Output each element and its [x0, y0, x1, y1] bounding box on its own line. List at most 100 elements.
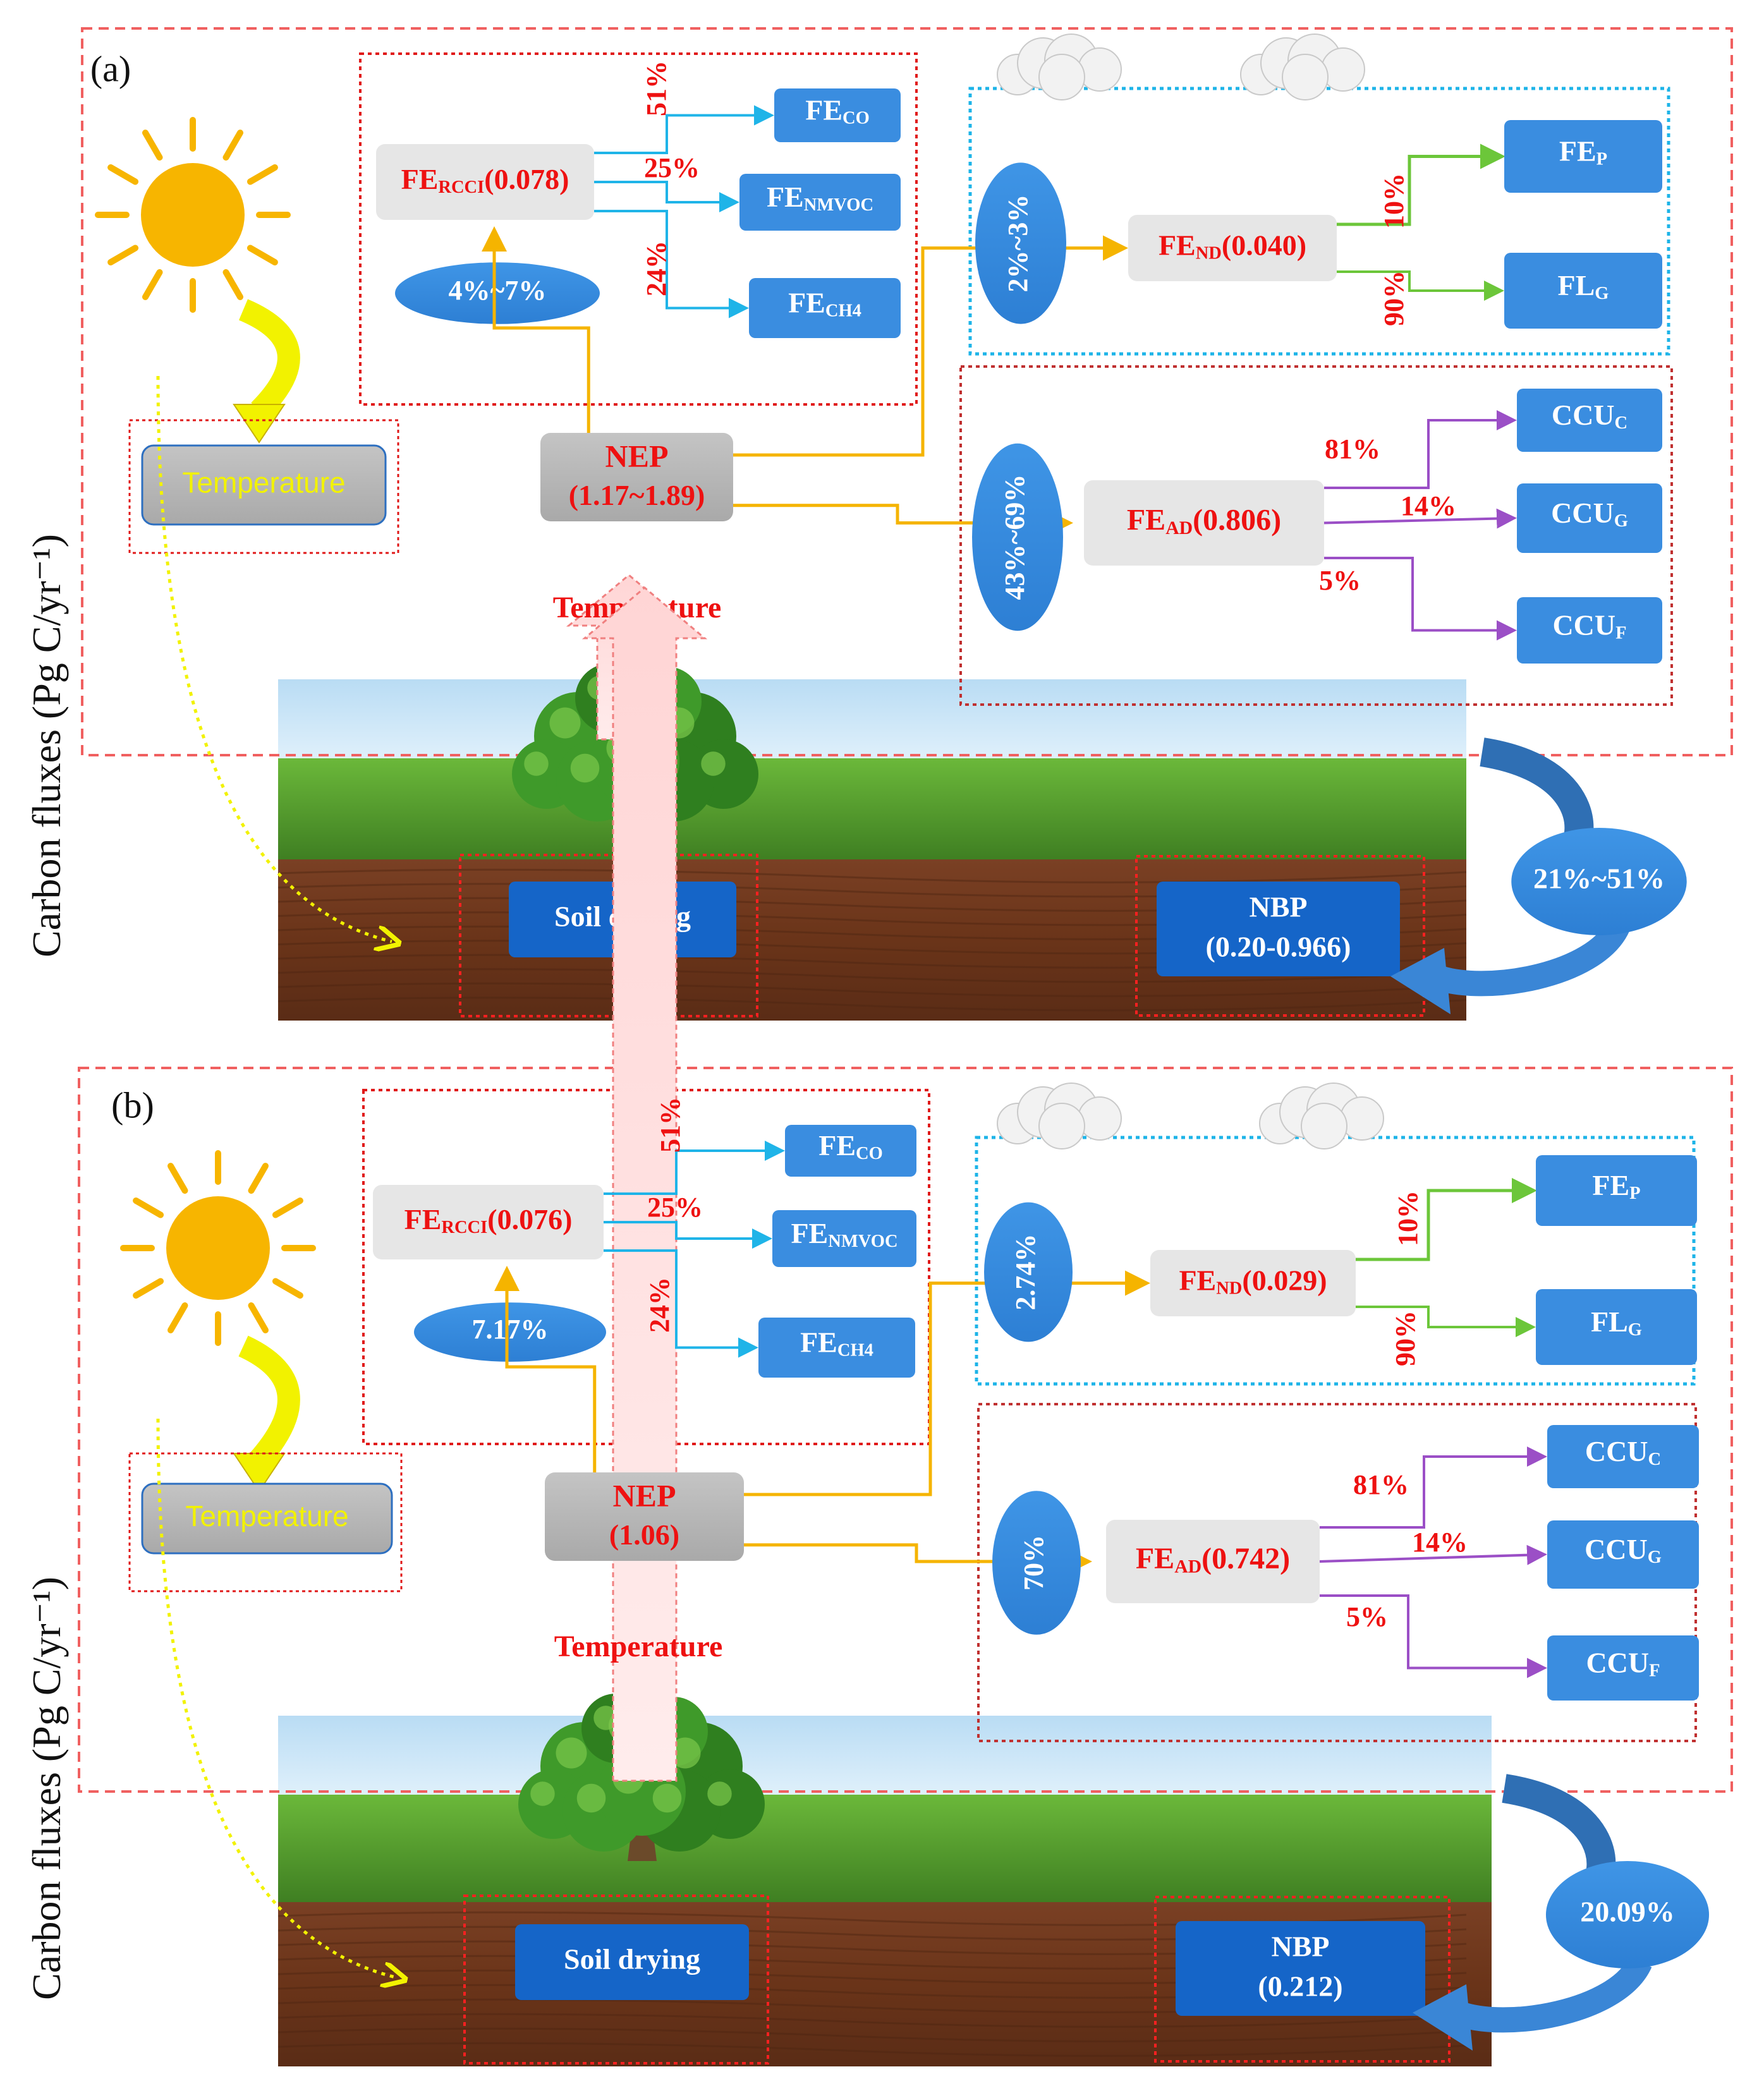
- ad-to-c-arrow: [1320, 1446, 1547, 1529]
- cloud-puff: [1321, 47, 1365, 92]
- nep-to-rcci-arrow: [494, 1266, 597, 1472]
- rcci-label-prefix: FE: [405, 1203, 442, 1235]
- fe-target-label: FECO: [805, 94, 870, 128]
- cloud-icon: [1259, 1082, 1384, 1149]
- nbp-ratio: 21%~51%: [1533, 863, 1665, 895]
- ccu-label-prefix: CCU: [1552, 609, 1615, 641]
- tree-highlight: [524, 751, 549, 776]
- cloud-puff: [1078, 47, 1122, 92]
- ccu-label-prefix: CCU: [1586, 1646, 1649, 1678]
- ccu-box: [1517, 389, 1662, 452]
- ad-to-f-arrow: [1320, 1594, 1547, 1678]
- nd-ratio-bubble: [975, 162, 1066, 324]
- sun-icon: [95, 117, 291, 313]
- tree-highlight: [701, 751, 726, 776]
- sun-ray: [222, 269, 243, 300]
- ad-label-value: (0.806): [1193, 504, 1281, 537]
- fl-g-box: [1536, 1289, 1697, 1365]
- fe-target-label: FECO: [818, 1129, 883, 1163]
- sun-disc: [141, 163, 245, 267]
- soil-texture: [277, 968, 1467, 983]
- rcci-flow-arrow: [604, 1221, 772, 1249]
- pct-ch4: 24%: [641, 241, 672, 296]
- ccu-label-sub: G: [1648, 1548, 1662, 1567]
- ccu-box: [1517, 597, 1662, 664]
- sun-ray: [167, 1163, 188, 1194]
- tree-highlight: [576, 1783, 606, 1813]
- rcci-flow-arrow: [604, 1249, 758, 1358]
- fe-target-label-prefix: FE: [818, 1129, 856, 1161]
- ad-label-prefix: FE: [1127, 504, 1165, 537]
- ccu-label-sub: C: [1615, 413, 1628, 433]
- sun-ray: [246, 245, 278, 265]
- rcci-ratio-bubble: [395, 262, 600, 324]
- sun-ray: [133, 1198, 164, 1218]
- nd-label-sub: ND: [1216, 1278, 1242, 1298]
- pct-f: 5%: [1319, 565, 1361, 596]
- y-axis-label-top: Carbon fluxes (Pg C/yr⁻¹): [24, 534, 69, 957]
- panel-label: (b): [111, 1084, 154, 1125]
- ccu-label: CCUF: [1552, 609, 1626, 643]
- rcci-flow-arrow: [594, 181, 739, 212]
- fl-g-box: [1504, 253, 1662, 329]
- sky-band: [278, 1716, 1492, 1795]
- grass-band: [278, 1795, 1492, 1902]
- fe-target-label-prefix: FE: [805, 94, 842, 126]
- cloud-puff: [1038, 54, 1085, 100]
- nbp-cycle-arrow-head: [1413, 1984, 1473, 2051]
- pct-ch4: 24%: [644, 1277, 675, 1333]
- ccu-label-prefix: CCU: [1585, 1435, 1648, 1467]
- rcci-flow-arrow: [604, 1141, 785, 1195]
- fl-g-label-sub: G: [1628, 1320, 1642, 1340]
- fe-target-label: FECH4: [800, 1326, 873, 1360]
- fe-p-label-sub: P: [1629, 1184, 1640, 1203]
- fe-p-label: FEP: [1559, 135, 1607, 169]
- ccu-label-prefix: CCU: [1551, 497, 1614, 529]
- fl-g-label: FLG: [1591, 1306, 1642, 1340]
- fe-target-label-prefix: FE: [791, 1217, 828, 1249]
- cloud-puff: [1282, 54, 1329, 100]
- nd-label-prefix: FE: [1179, 1264, 1216, 1296]
- soil-texture: [277, 868, 1467, 883]
- tree-highlight: [570, 753, 600, 783]
- tree-highlight: [593, 1706, 618, 1730]
- soil-drying-box: [515, 1924, 749, 2000]
- soil-drying-path: [156, 375, 392, 942]
- tree-highlight: [707, 1781, 732, 1806]
- fe-target-box: [774, 88, 901, 142]
- sun-ray: [246, 164, 278, 185]
- nbp-ratio-bubble: [1511, 828, 1687, 935]
- y-axis-label-group: Carbon fluxes (Pg C/yr⁻¹) Carbon fluxes …: [24, 534, 69, 2000]
- ad-frame: [959, 365, 1673, 706]
- fe-p-label-prefix: FE: [1592, 1169, 1629, 1201]
- rcci-box: [376, 144, 594, 220]
- nd-to-p-arrow: [1356, 1178, 1537, 1261]
- nd-label-sub: ND: [1196, 243, 1222, 263]
- nbp-box: [1176, 1921, 1425, 2016]
- nbp-ratio: 20.09%: [1580, 1896, 1675, 1928]
- fe-target-label: FENMVOC: [791, 1217, 897, 1251]
- sun-ray: [142, 130, 163, 161]
- nd-ratio: 2.74%: [1010, 1234, 1041, 1311]
- fe-p-label: FEP: [1592, 1169, 1640, 1203]
- fl-g-label-prefix: FL: [1558, 269, 1595, 301]
- sun-ray: [133, 1278, 164, 1299]
- sun-heat-arrow: [238, 1335, 300, 1467]
- cloud-puff: [1078, 1096, 1122, 1141]
- soil-drying-label: Soil drying: [564, 1943, 700, 1975]
- soil-drying-frame: [463, 1895, 769, 2065]
- ad-label: FEAD(0.806): [1127, 504, 1281, 538]
- nbp-box: [1157, 882, 1400, 976]
- nd-label-value: (0.040): [1222, 229, 1306, 261]
- cloud-puff: [1038, 1103, 1085, 1149]
- ad-label-sub: AD: [1174, 1556, 1201, 1577]
- nbp-frame: [1154, 1896, 1451, 2063]
- fe-p-box: [1536, 1155, 1697, 1226]
- ccu-box: [1517, 483, 1662, 553]
- ad-to-g-arrow: [1323, 508, 1517, 529]
- pct-c: 81%: [1325, 434, 1380, 464]
- ccu-box: [1547, 1635, 1699, 1701]
- sun-ray: [107, 164, 139, 185]
- nd-label: FEND(0.040): [1159, 229, 1306, 263]
